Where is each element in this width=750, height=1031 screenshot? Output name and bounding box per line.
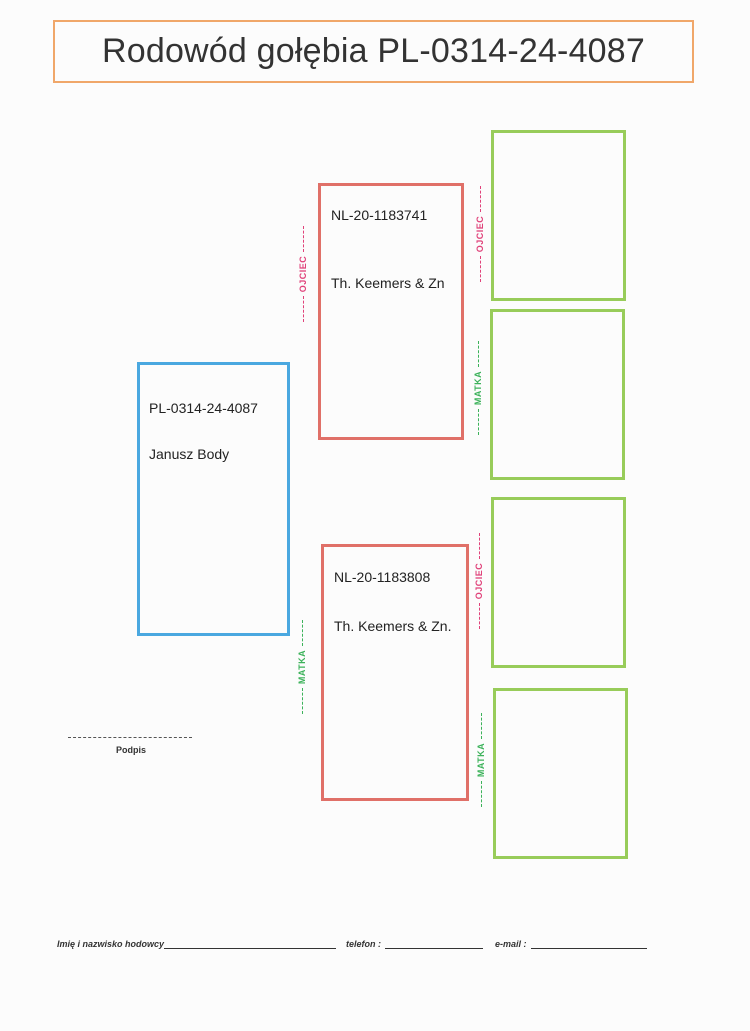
pigeon-box: PL-0314-24-4087 Janusz Body bbox=[137, 362, 290, 636]
pigeon-owner: Janusz Body bbox=[149, 446, 230, 462]
maternal-grandfather-label: OJCIEC bbox=[472, 526, 486, 636]
maternal-grandmother-label: MATKA bbox=[474, 705, 488, 815]
signature-label: Podpis bbox=[116, 745, 147, 755]
father-box: NL-20-1183741 Th. Keemers & Zn bbox=[318, 183, 464, 440]
title-box: Rodowód gołębia PL-0314-24-4087 bbox=[53, 20, 694, 83]
breeder-name-line bbox=[164, 938, 337, 949]
pigeon-ring-number: PL-0314-24-4087 bbox=[149, 400, 258, 416]
maternal-grandfather-box bbox=[491, 497, 626, 668]
breeder-name-label: Imię i nazwisko hodowcy bbox=[57, 939, 165, 949]
mother-label: MATKA bbox=[295, 612, 309, 722]
mother-breeder: Th. Keemers & Zn. bbox=[334, 618, 452, 634]
email-line bbox=[530, 938, 647, 949]
mother-box: NL-20-1183808 Th. Keemers & Zn. bbox=[321, 544, 469, 801]
email-label: e-mail : bbox=[495, 939, 527, 949]
paternal-grandfather-label: OJCIEC bbox=[473, 179, 487, 289]
phone-label: telefon : bbox=[346, 939, 382, 949]
footer-fields: Imię i nazwisko hodowcy telefon : e-mail… bbox=[57, 938, 667, 949]
father-breeder: Th. Keemers & Zn bbox=[331, 275, 445, 291]
father-ring-number: NL-20-1183741 bbox=[331, 207, 428, 223]
maternal-grandmother-box bbox=[493, 688, 628, 859]
page-title: Rodowód gołębia PL-0314-24-4087 bbox=[101, 32, 646, 70]
father-label: OJCIEC bbox=[296, 219, 310, 329]
mother-ring-number: NL-20-1183808 bbox=[334, 569, 431, 585]
phone-line bbox=[385, 938, 484, 949]
signature-line bbox=[68, 737, 192, 738]
paternal-grandfather-box bbox=[491, 130, 626, 301]
paternal-grandmother-box bbox=[490, 309, 625, 480]
paternal-grandmother-label: MATKA bbox=[471, 333, 485, 443]
